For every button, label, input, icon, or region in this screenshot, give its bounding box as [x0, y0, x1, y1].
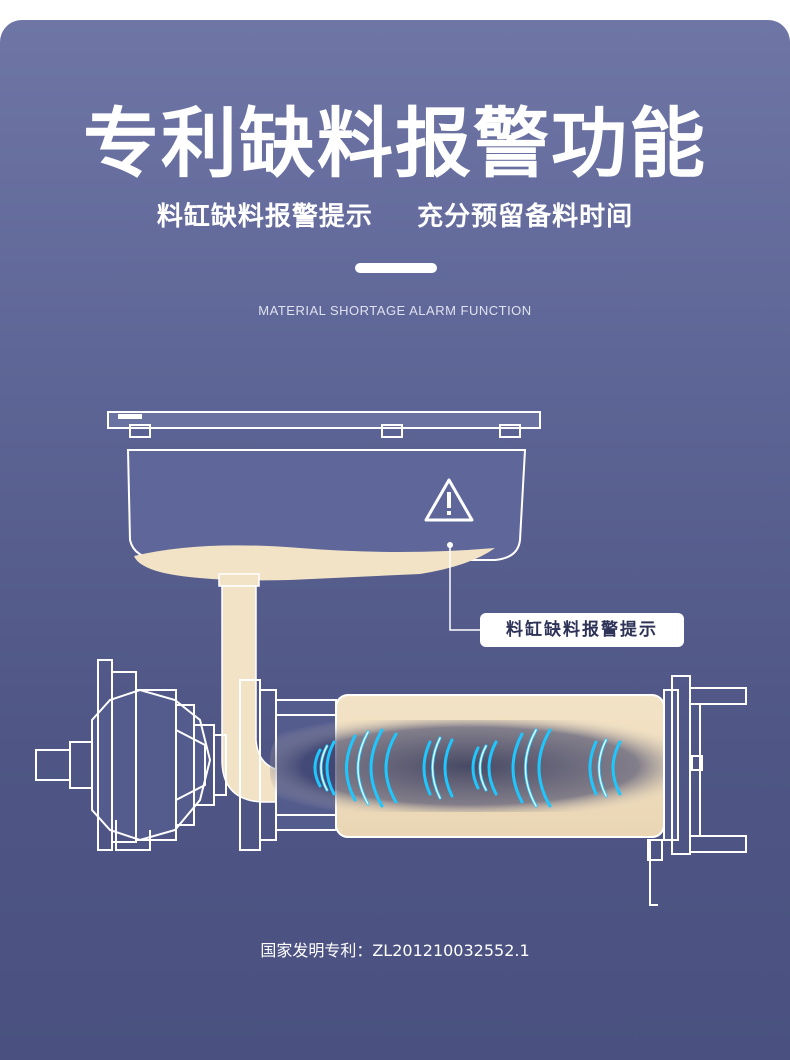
grinder-barrel — [270, 694, 670, 838]
subtitle-left: 料缸缺料报警提示 — [156, 202, 373, 232]
patent-number: 国家发明专利：ZL201210032552.1 — [260, 941, 530, 960]
barrel-right-end — [647, 675, 747, 906]
motor-housing — [35, 659, 227, 851]
poster-background: 专利缺料报警功能 料缸缺料报警提示 充分预留备料时间 MATERIAL SHOR… — [0, 20, 790, 1060]
hopper-lid — [107, 411, 541, 438]
divider-bar — [355, 263, 437, 273]
page-title: 专利缺料报警功能 — [83, 99, 707, 188]
subtitle-right: 充分预留备料时间 — [417, 202, 634, 232]
alarm-wave-group — [313, 728, 622, 808]
english-caption: MATERIAL SHORTAGE ALARM FUNCTION — [258, 303, 532, 318]
subtitle: 料缸缺料报警提示 充分预留备料时间 — [0, 196, 790, 233]
grinder-machine-illustration — [35, 411, 747, 906]
hopper-bowl — [126, 449, 527, 631]
warning-triangle-icon — [424, 478, 474, 522]
alarm-callout-label: 料缸缺料报警提示 — [480, 613, 684, 647]
